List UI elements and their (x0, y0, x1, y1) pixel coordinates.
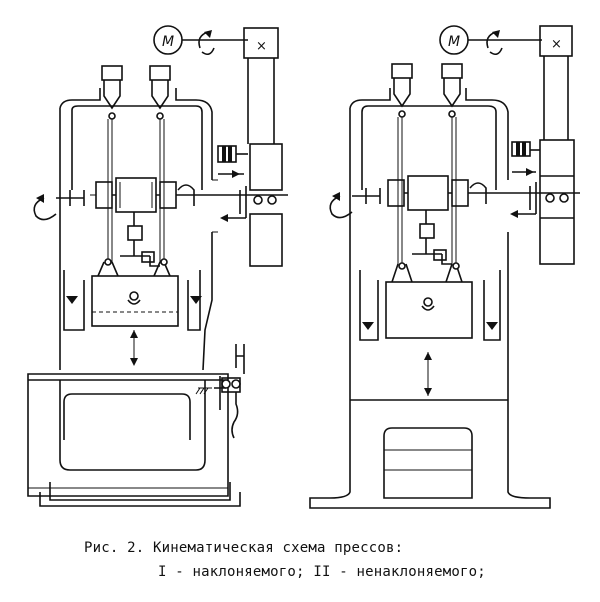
press-bed-right (383, 427, 473, 499)
cylinder-left (101, 65, 123, 81)
press-frame-outline (59, 88, 213, 371)
press-ram-right (385, 281, 473, 339)
gear-cross-mark-left: × (256, 39, 267, 54)
press-ram-left (91, 275, 179, 327)
motor-label-left: M (162, 34, 174, 50)
figure-caption-title: Рис. 2. Кинематическая схема прессов: (84, 540, 404, 556)
kinematic-scheme-figure: M × (27, 25, 580, 509)
figure-caption-legend: I - наклоняемого; II - ненаклоняемого; (158, 564, 486, 580)
flywheel-right (539, 139, 575, 265)
flywheel-left (249, 143, 283, 191)
press-frame-outline-right (309, 88, 551, 509)
cylinder-right (149, 65, 171, 81)
rotation-arrow-left (33, 197, 57, 221)
press-bed-left (27, 373, 229, 497)
gear-cross-mark-right: × (551, 37, 562, 52)
motor-label-right: M (448, 34, 460, 50)
press-tiltable-diagram: M × (27, 25, 288, 507)
press-non-tiltable-diagram: M × (309, 25, 580, 509)
